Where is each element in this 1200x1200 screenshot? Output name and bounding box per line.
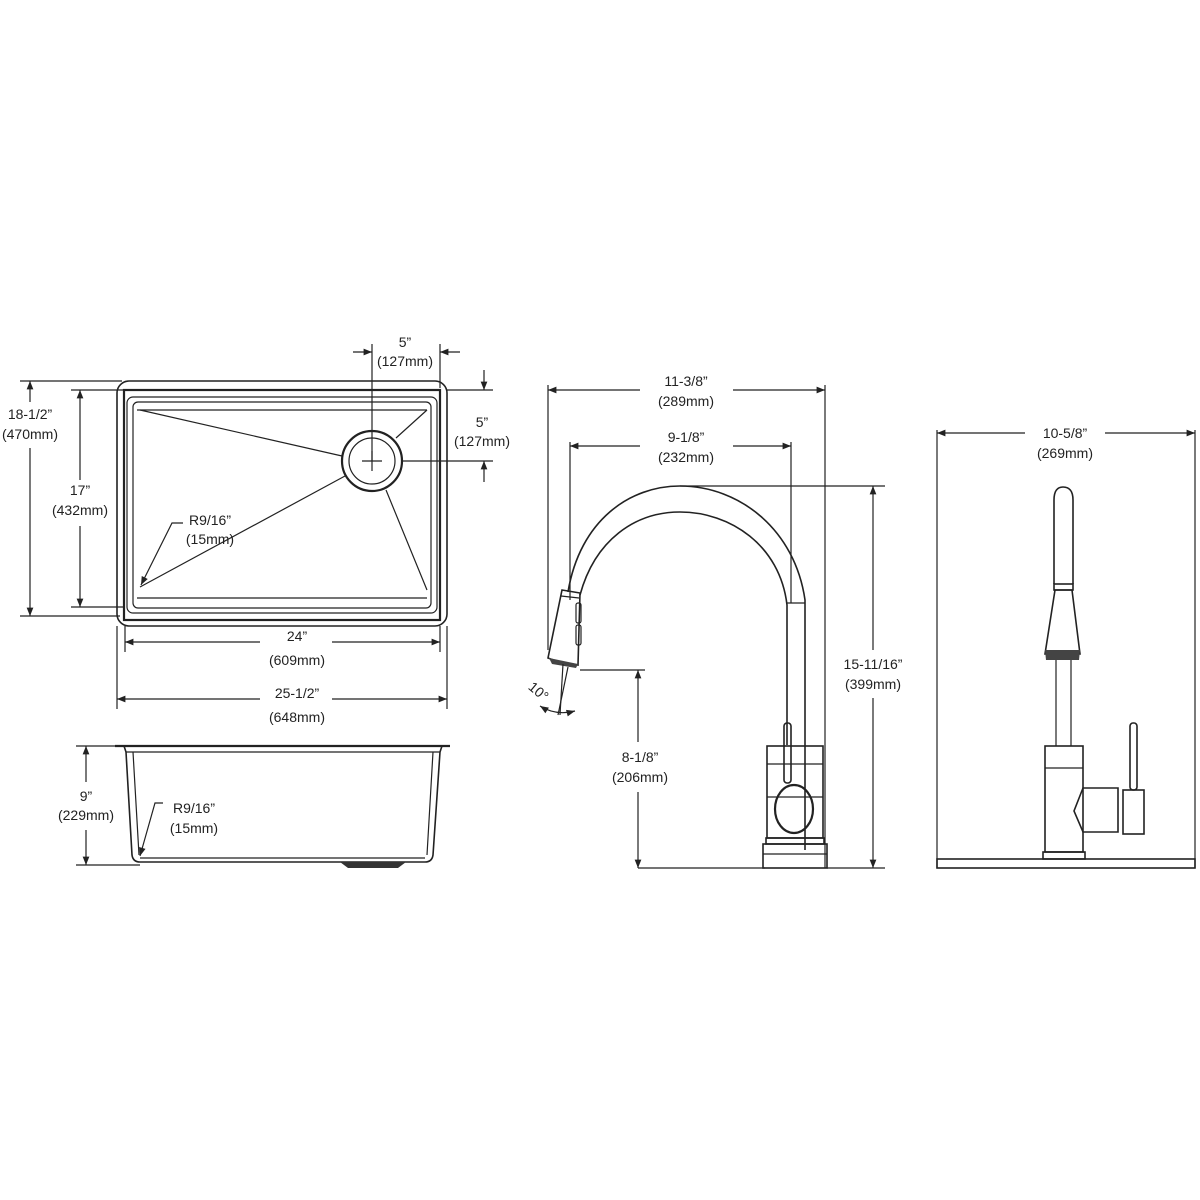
dim-label: 24”	[287, 628, 308, 644]
dim-label: (15mm)	[186, 531, 234, 547]
dim-label: R9/16”	[173, 800, 215, 816]
dim-spray-angle: 10°	[525, 663, 576, 717]
dim-label: (470mm)	[2, 426, 58, 442]
dim-spout-reach: 9-1/8” (232mm)	[569, 429, 792, 603]
dim-label: (232mm)	[658, 449, 714, 465]
dim-spout-height: 8-1/8” (206mm)	[580, 669, 765, 869]
dim-label: (399mm)	[845, 676, 901, 692]
dim-label: 8-1/8”	[622, 749, 659, 765]
faucet-front-view	[936, 430, 1196, 869]
dim-label: (648mm)	[269, 709, 325, 725]
dim-deck-plate-width: 10-5/8” (269mm)	[937, 425, 1196, 461]
dim-label: 25-1/2”	[275, 685, 320, 701]
sink-front-view	[115, 744, 450, 868]
dim-label: 9”	[80, 788, 93, 804]
sink-top-view	[116, 380, 448, 627]
dim-label: R9/16”	[189, 512, 231, 528]
dim-corner-radius-front: R9/16” (15mm)	[139, 800, 218, 857]
dim-label: 17”	[70, 482, 91, 498]
dim-label: 5”	[399, 334, 412, 350]
dim-label: 18-1/2”	[8, 406, 53, 422]
spray-button-icon	[575, 602, 582, 646]
dim-label: 15-11/16”	[844, 656, 903, 672]
dim-drain-offset-x: 5” (127mm)	[353, 334, 460, 461]
faucet-side-view	[547, 485, 828, 869]
dim-label: (127mm)	[377, 353, 433, 369]
dim-bowl-width: 24” (609mm)	[124, 626, 441, 668]
dim-bowl-depth: 17” (432mm)	[52, 389, 124, 608]
dim-label: (432mm)	[52, 502, 108, 518]
dim-label: (609mm)	[269, 652, 325, 668]
dim-bowl-height: 9” (229mm)	[58, 745, 140, 866]
angle-label: 10°	[525, 678, 552, 704]
dim-overall-height: 15-11/16” (399mm)	[680, 485, 903, 869]
dim-label: 11-3/8”	[664, 373, 708, 389]
dim-label: (289mm)	[658, 393, 714, 409]
dim-drain-offset-y: 5” (127mm)	[402, 370, 510, 482]
dim-label: 5”	[476, 414, 489, 430]
dim-label: (206mm)	[612, 769, 668, 785]
dim-label: (229mm)	[58, 807, 114, 823]
dim-label: 9-1/8”	[668, 429, 705, 445]
dim-corner-radius-top: R9/16” (15mm)	[140, 512, 234, 586]
dim-overall-reach: 11-3/8” (289mm)	[547, 373, 826, 868]
dim-label: 10-5/8”	[1043, 425, 1088, 441]
dim-overall-depth: 18-1/2” (470mm)	[0, 380, 122, 617]
dim-overall-width: 25-1/2” (648mm)	[116, 626, 448, 725]
dim-label: (127mm)	[454, 433, 510, 449]
dim-label: (15mm)	[170, 820, 218, 836]
dim-label: (269mm)	[1037, 445, 1093, 461]
